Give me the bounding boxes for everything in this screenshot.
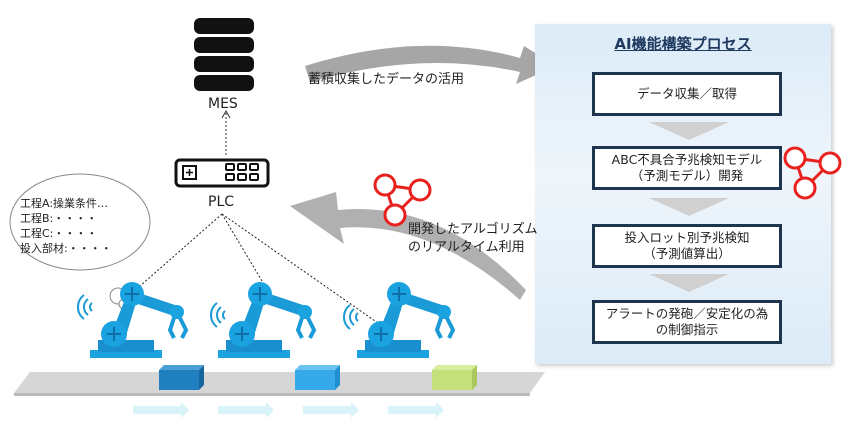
plc-icon — [174, 158, 270, 188]
workpiece-box-2 — [295, 365, 340, 390]
process-step-4: アラートの発砲／安定化の為 の制御指示 — [592, 300, 782, 344]
neural-network-icon — [783, 146, 842, 200]
process-step-1: データ収集／取得 — [592, 72, 782, 116]
mes-label: MES — [208, 96, 238, 112]
plc-robot-links — [139, 213, 386, 329]
workpiece-box-1 — [159, 365, 204, 390]
server-icon — [194, 18, 254, 91]
cloud-line: 投入部材:・・・・ — [20, 242, 112, 255]
conveyor-flow-arrows — [133, 402, 444, 418]
upper-big-arrow — [305, 45, 556, 84]
workpiece-box-3 — [432, 365, 477, 390]
upper-arrow-label: 蓄積収集したデータの活用 — [308, 72, 465, 87]
cloud-line: 工程A:操業条件… — [20, 197, 109, 210]
lower-arrow-label-2: のリアルタイム利用 — [408, 240, 525, 255]
cloud-line: 工程C:・・・・ — [20, 227, 98, 240]
process-step-3: 投入ロット別予兆検知 （予測値算出） — [592, 224, 782, 268]
process-title: AI機能構築プロセス — [614, 35, 752, 53]
process-step-2: ABC不具合予兆検知モデル （予測モデル）開発 — [592, 146, 782, 190]
lower-big-arrow — [290, 192, 526, 300]
cloud-line: 工程B:・・・・ — [20, 212, 98, 225]
conveyor — [14, 372, 545, 393]
plc-label: PLC — [208, 194, 235, 210]
lower-arrow-label-1: 開発したアルゴリズム — [408, 222, 538, 237]
cloud-text: 工程A:操業条件… 工程B:・・・・ 工程C:・・・・ 投入部材:・・・・ — [20, 196, 112, 256]
